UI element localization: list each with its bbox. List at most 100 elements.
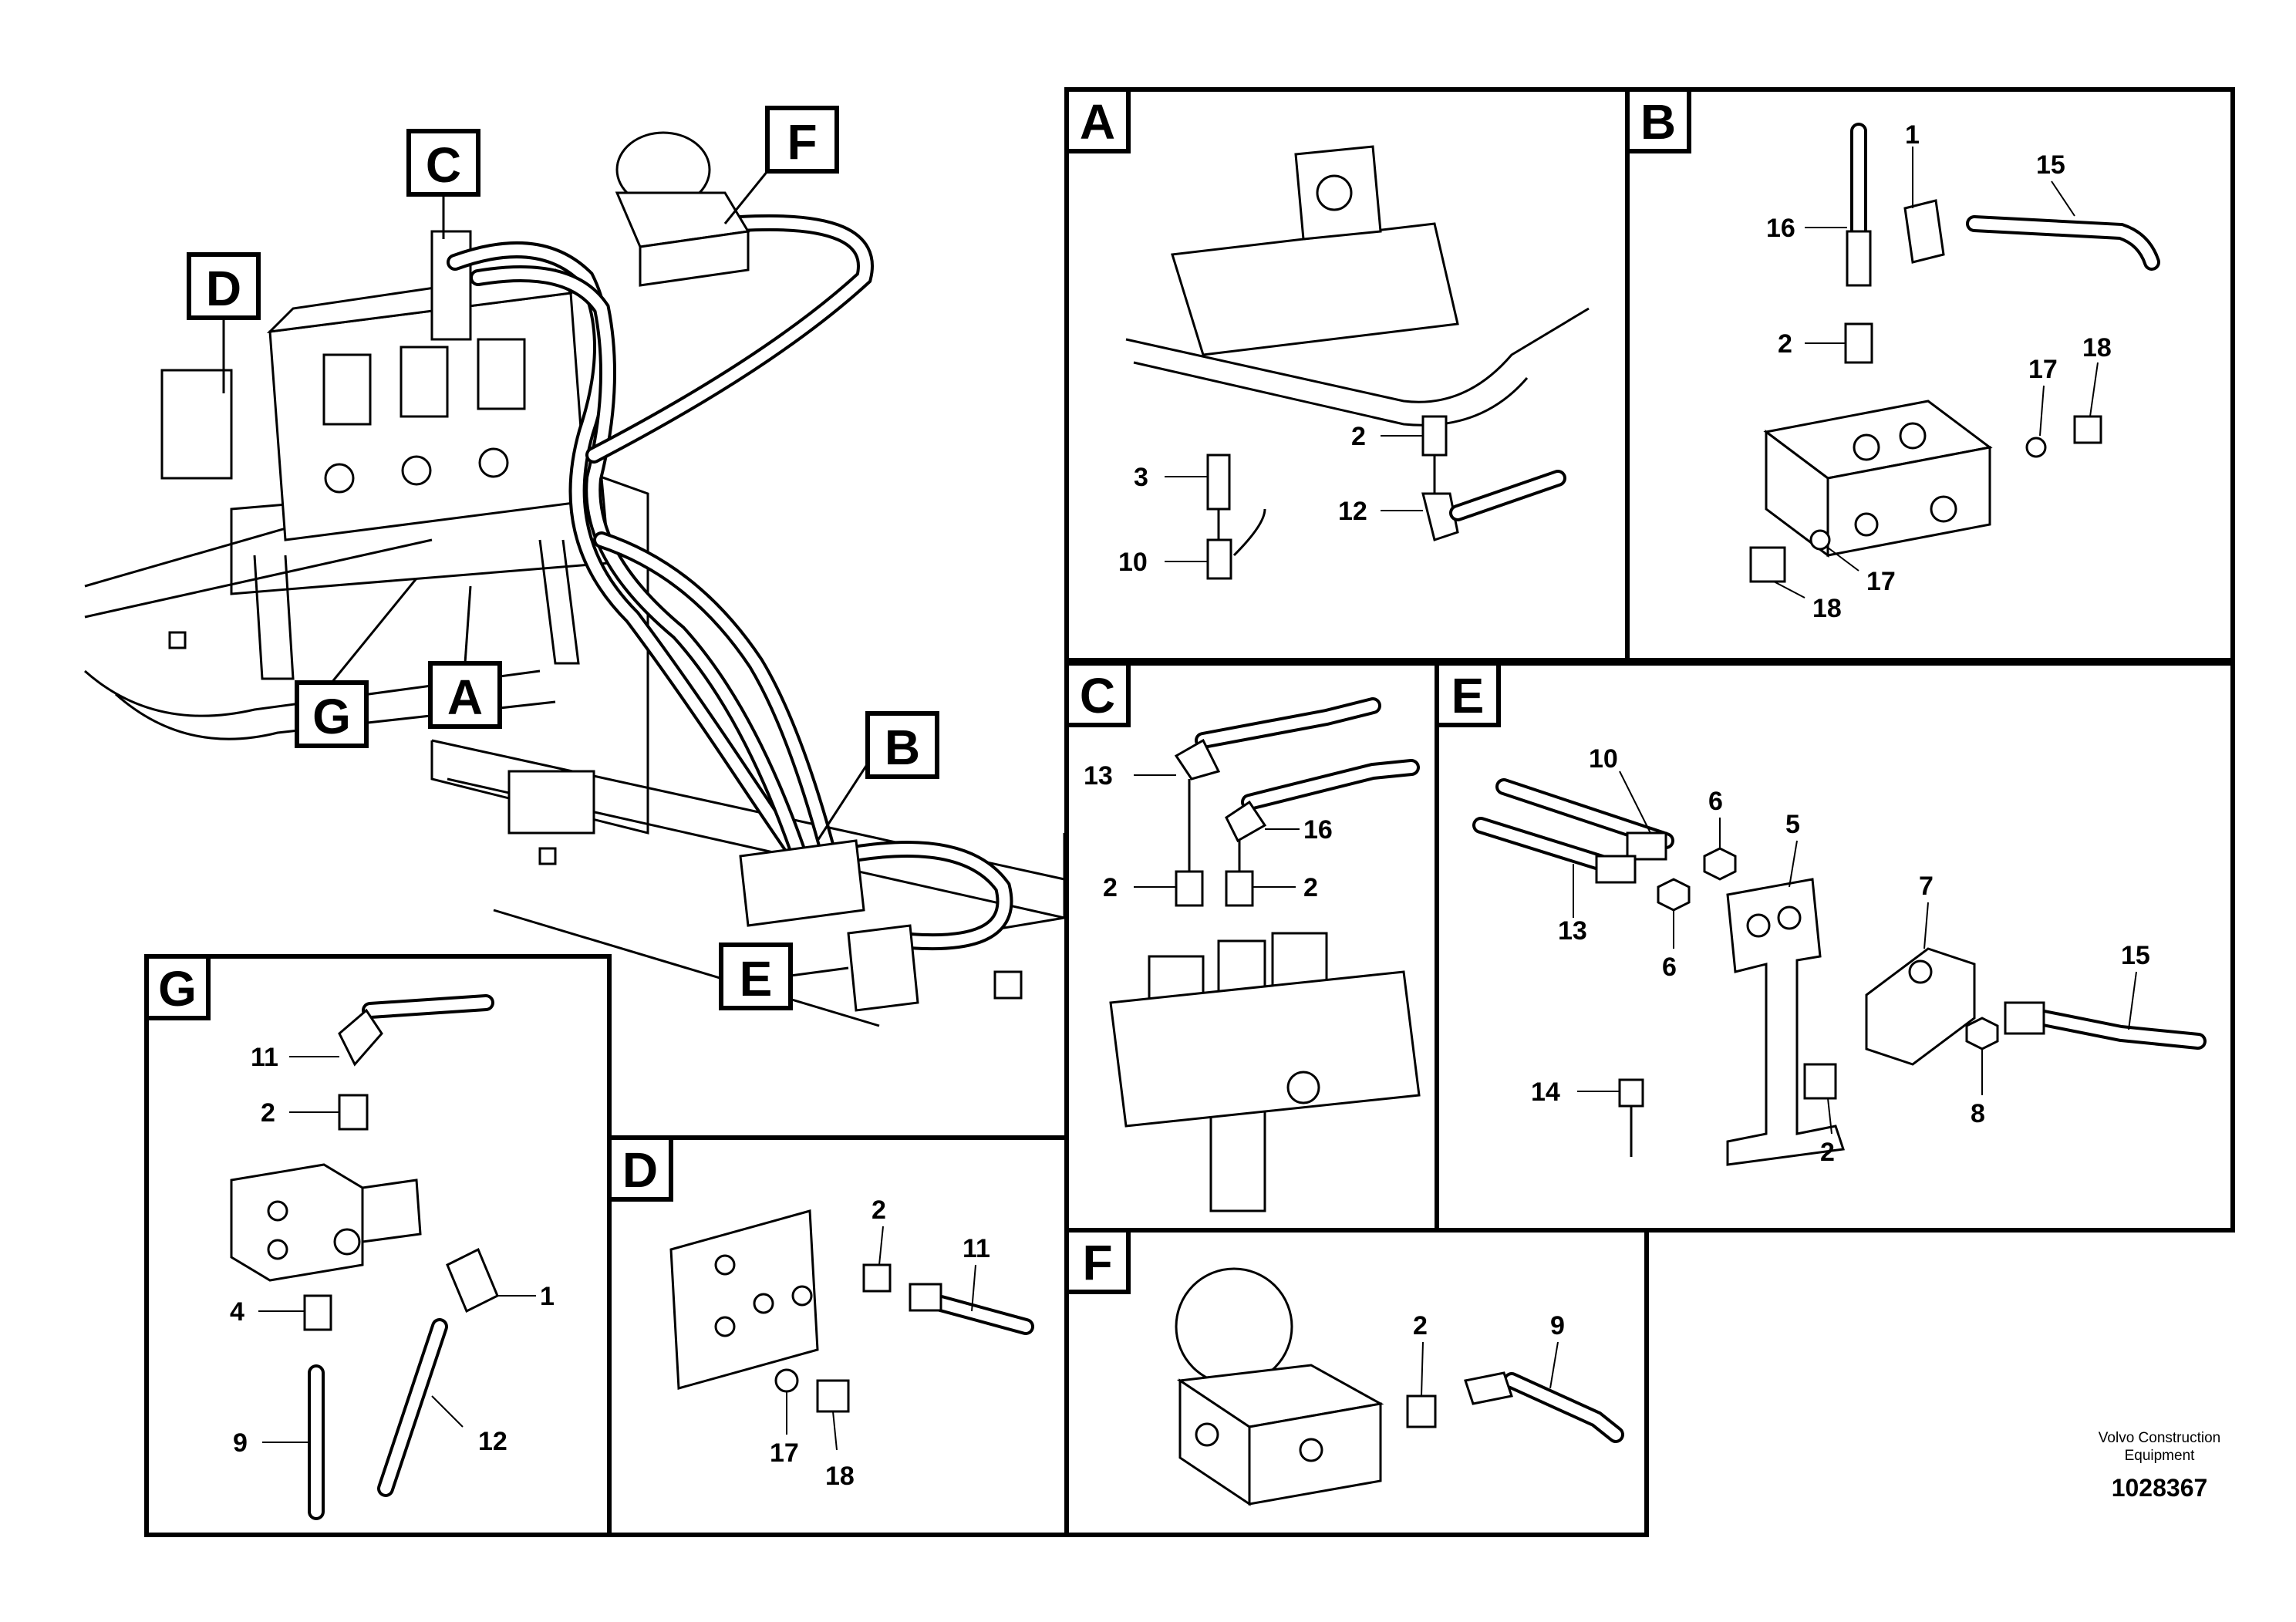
label-g-1: 1 [540, 1282, 555, 1311]
main-tag-f-label: F [787, 114, 817, 170]
fitting-2-c-b [1225, 870, 1254, 907]
detail-panel-b: B 1 15 16 2 17 18 18 17 [1625, 87, 2235, 663]
label-d-18: 18 [825, 1462, 855, 1491]
label-a-10: 10 [1118, 548, 1148, 577]
main-tag-c-label: C [426, 137, 461, 193]
company-name-line2: Equipment [2125, 1448, 2196, 1464]
label-b-1: 1 [1905, 120, 1920, 150]
fitting-2-b [1844, 322, 1873, 364]
main-tag-g[interactable]: G [295, 578, 418, 748]
label-e-7: 7 [1919, 872, 1934, 901]
label-b-18-a: 18 [2082, 333, 2112, 363]
label-e-14: 14 [1531, 1077, 1560, 1107]
company-name-line1: Volvo Construction [2099, 1430, 2220, 1446]
fitting-4 [303, 1294, 332, 1331]
label-e-6-a: 6 [1708, 787, 1723, 816]
main-tag-e[interactable]: E [719, 943, 849, 1010]
label-e-10: 10 [1589, 744, 1618, 774]
fitting-10 [1206, 538, 1232, 580]
plug-8 [1965, 1017, 1999, 1050]
label-g-11: 11 [251, 1043, 278, 1072]
label-f-2: 2 [1413, 1311, 1428, 1340]
label-e-6-b: 6 [1662, 953, 1677, 982]
label-e-15: 15 [2121, 941, 2150, 970]
panel-e-tag: E [1451, 668, 1485, 723]
fitting-16-c [1225, 800, 1267, 843]
main-tag-g-label: G [312, 689, 351, 744]
fitting-2-f [1406, 1394, 1437, 1428]
main-tag-a-label: A [447, 669, 483, 725]
o-ring-17-b [1809, 529, 1831, 551]
detail-panel-a: A 3 10 2 12 [1064, 87, 1630, 663]
plug-18-d [816, 1379, 850, 1413]
fitting-2-a [1421, 415, 1448, 457]
fitting-2-e [1803, 1063, 1837, 1100]
fitting-11-g [338, 1008, 383, 1067]
main-tag-b[interactable]: B [816, 711, 939, 841]
bracket-5 [1726, 878, 1845, 1166]
main-tag-b-label: B [885, 720, 920, 775]
fitting-2-d [862, 1263, 892, 1293]
main-tag-c[interactable]: C [406, 129, 480, 239]
main-overview [84, 131, 1066, 1027]
detail-panel-e: E 10 6 5 13 6 7 15 14 [1435, 661, 2235, 1233]
label-g-4: 4 [230, 1297, 244, 1327]
label-d-11: 11 [963, 1234, 990, 1263]
label-e-8: 8 [1971, 1099, 1985, 1128]
label-e-13: 13 [1558, 916, 1587, 946]
label-c-16: 16 [1303, 815, 1333, 845]
label-b-17-a: 17 [2028, 355, 2058, 384]
plug-18-a [2073, 415, 2102, 444]
footer-block: Volvo Construction Equipment 1028367 [2099, 1430, 2220, 1502]
label-g-2: 2 [261, 1098, 275, 1128]
label-g-12: 12 [478, 1427, 507, 1456]
drawing-number: 1028367 [2112, 1474, 2208, 1502]
label-c-2-a: 2 [1103, 873, 1118, 902]
panel-g-tag: G [158, 961, 197, 1017]
panel-d-tag: D [622, 1142, 658, 1198]
fitting-3 [1206, 454, 1231, 511]
o-ring-17-a [2025, 437, 2047, 458]
label-c-2-b: 2 [1303, 873, 1318, 902]
main-tag-d[interactable]: D [187, 252, 261, 393]
fitting-13 [1174, 738, 1221, 781]
detail-panel-g: G 11 2 4 1 9 12 [144, 954, 612, 1537]
fitting-1-b [1903, 199, 1945, 264]
nut-6-b [1657, 878, 1691, 912]
fitting-2-c-a [1175, 870, 1204, 907]
detail-panel-d: D 2 11 17 18 [607, 1135, 1069, 1537]
label-d-2: 2 [872, 1195, 886, 1225]
label-e-5: 5 [1785, 810, 1800, 839]
label-a-12: 12 [1338, 497, 1367, 526]
fitting-1-g [446, 1247, 499, 1313]
label-e-2: 2 [1820, 1138, 1835, 1167]
plug-18-b [1749, 546, 1786, 583]
main-tag-f[interactable]: F [723, 106, 839, 224]
panel-b-tag: B [1640, 94, 1676, 150]
label-b-15: 15 [2036, 150, 2065, 180]
o-ring-17-d [774, 1368, 799, 1393]
main-tag-d-label: D [206, 261, 241, 316]
panel-a-tag: A [1080, 94, 1115, 150]
label-f-9: 9 [1550, 1311, 1565, 1340]
detail-panel-f: F 2 9 [1064, 1228, 1649, 1537]
label-g-9: 9 [233, 1428, 248, 1458]
main-tag-a[interactable]: A [428, 585, 502, 729]
main-tag-e-label: E [740, 951, 773, 1007]
bolt-14 [1618, 1078, 1644, 1108]
detail-panel-c: C 13 16 2 2 [1064, 661, 1439, 1233]
panel-c-tag: C [1080, 668, 1115, 723]
label-a-2: 2 [1351, 422, 1366, 451]
label-b-17-b: 17 [1866, 567, 1896, 596]
label-b-16: 16 [1766, 214, 1795, 243]
label-b-18-b: 18 [1812, 594, 1842, 623]
panel-f-tag: F [1082, 1235, 1112, 1290]
tee-7 [1865, 947, 1976, 1066]
label-c-13: 13 [1084, 761, 1113, 791]
label-a-3: 3 [1134, 463, 1148, 492]
fitting-2-g [338, 1094, 369, 1131]
nut-6-a [1703, 847, 1737, 881]
label-b-2: 2 [1778, 329, 1792, 359]
label-d-17: 17 [770, 1438, 799, 1468]
